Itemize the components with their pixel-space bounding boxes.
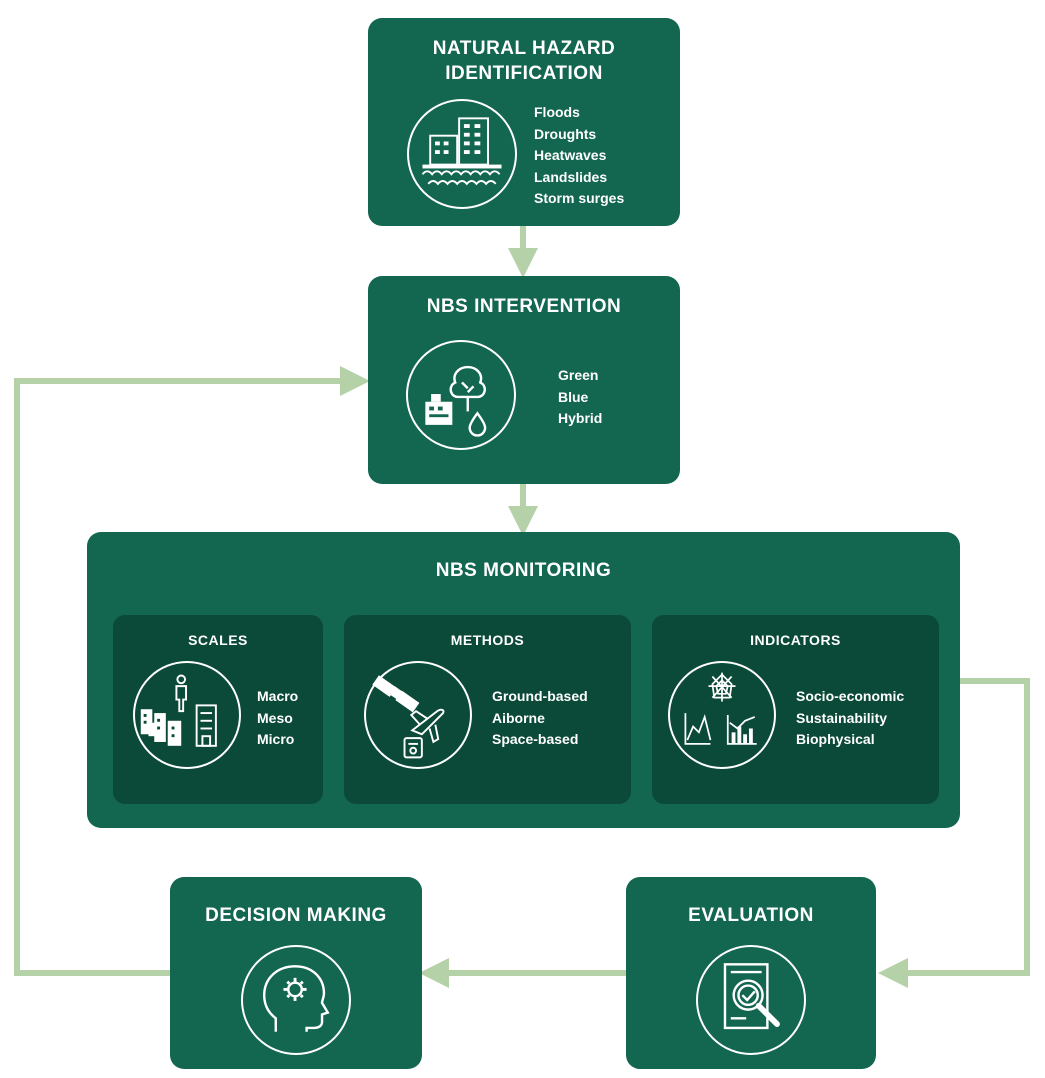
flooded-city-icon: [407, 99, 517, 209]
hazard-item-landslides: Landslides: [534, 168, 608, 185]
evaluation-title: EVALUATION: [688, 905, 814, 926]
hazard-item-storm-surges: Storm surges: [534, 190, 625, 206]
indicators-list: Socio-economic Sustainability Biophysica…: [796, 686, 904, 751]
hazard-title-line2: IDENTIFICATION: [445, 63, 603, 84]
methods-panel: METHODS Ground-based Aib: [344, 615, 631, 804]
tree-water-building-icon: [406, 340, 516, 450]
head-gear-icon: [241, 945, 351, 1055]
hazard-list: Floods Droughts Heatwaves Landslides Sto…: [534, 102, 624, 210]
monitoring-title: NBS MONITORING: [435, 560, 612, 581]
arrow-decision-to-intervention: [14, 366, 370, 976]
intervention-title: NBS INTERVENTION: [426, 296, 622, 317]
hazard-item-droughts: Droughts: [534, 125, 597, 142]
methods-item-aiborne: Aiborne: [492, 709, 545, 726]
intervention-item-hybrid: Hybrid: [558, 410, 603, 426]
scales-item-macro: Macro: [257, 688, 299, 704]
methods-item-space-based: Space-based: [492, 731, 579, 747]
document-magnifier-check-icon: [696, 945, 806, 1055]
arrow-monitoring-to-evaluation: [878, 678, 1030, 988]
evaluation-box: EVALUATION: [626, 877, 876, 1069]
scales-item-micro: Micro: [257, 731, 295, 747]
scales-person-buildings-icon: [133, 661, 241, 769]
hazard-title-line1: NATURAL HAZARD: [432, 38, 616, 59]
intervention-list: Green Blue Hybrid: [558, 365, 602, 430]
radar-graphs-icon: [668, 661, 776, 769]
hazard-item-floods: Floods: [534, 104, 580, 120]
scales-list: Macro Meso Micro: [257, 686, 298, 751]
intervention-item-green: Green: [558, 367, 599, 383]
indicators-panel: INDICATORS: [652, 615, 939, 804]
hazard-title: NATURAL HAZARD IDENTIFICATION: [368, 36, 680, 86]
methods-list: Ground-based Aiborne Space-based: [492, 686, 588, 751]
hazard-item-heatwaves: Heatwaves: [534, 147, 607, 163]
hazard-identification-box: NATURAL HAZARD IDENTIFICATION Floods: [368, 18, 680, 226]
nbs-monitoring-box: NBS MONITORING SCALES: [87, 532, 960, 828]
scales-item-meso: Meso: [257, 709, 293, 726]
indicators-item-biophysical: Biophysical: [796, 731, 875, 747]
scales-title: SCALES: [188, 632, 248, 648]
intervention-item-blue: Blue: [558, 388, 589, 405]
decision-title: DECISION MAKING: [205, 905, 387, 926]
methods-item-ground-based: Ground-based: [492, 688, 588, 704]
methods-title: METHODS: [450, 632, 525, 648]
satellite-plane-sensor-icon: [364, 661, 472, 769]
scales-panel: SCALES: [113, 615, 323, 804]
indicators-item-socio-economic: Socio-economic: [796, 688, 905, 704]
indicators-item-sustainability: Sustainability: [796, 709, 888, 726]
indicators-title: INDICATORS: [750, 632, 841, 648]
nbs-intervention-box: NBS INTERVENTION Green Blue Hybrid: [368, 276, 680, 484]
decision-making-box: DECISION MAKING: [170, 877, 422, 1069]
